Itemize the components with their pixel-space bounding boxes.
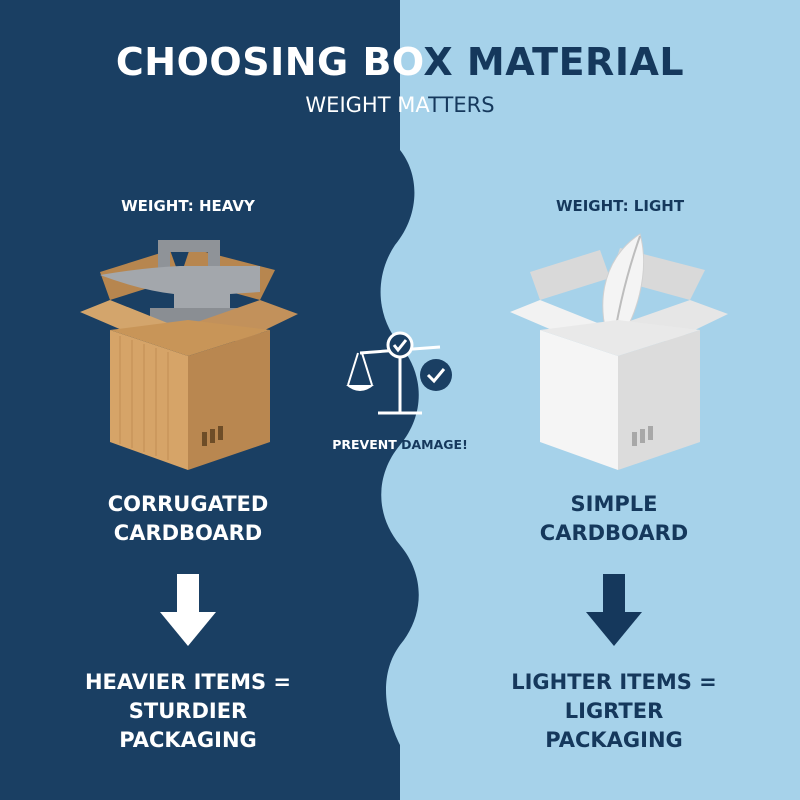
arrow-down-icon-left [160,574,216,646]
weight-label-light: WEIGHT: LIGHT [555,197,685,215]
material-simple: SIMPLE CARDBOARD [539,492,689,545]
conclusion-light: LIGHTER ITEMS = LIGRTER PACKAGING [511,670,717,752]
cardboard-box-icon [80,240,298,470]
weight-label-heavy: WEIGHT: HEAVY [121,197,255,215]
arrow-down-icon-right [586,574,642,646]
white-box-icon [510,233,728,470]
page-title: CHOOSING BOX MATERIAL [115,40,685,84]
balance-scale-icon [346,331,452,415]
center-label: PREVENT DAMAGE! [332,437,468,452]
conclusion-heavy: HEAVIER ITEMS = STURDIER PACKAGING [84,670,292,752]
material-corrugated: CORRUGATED CARDBOARD [107,492,269,545]
page-subtitle: WEIGHT MATTERS [305,93,495,117]
